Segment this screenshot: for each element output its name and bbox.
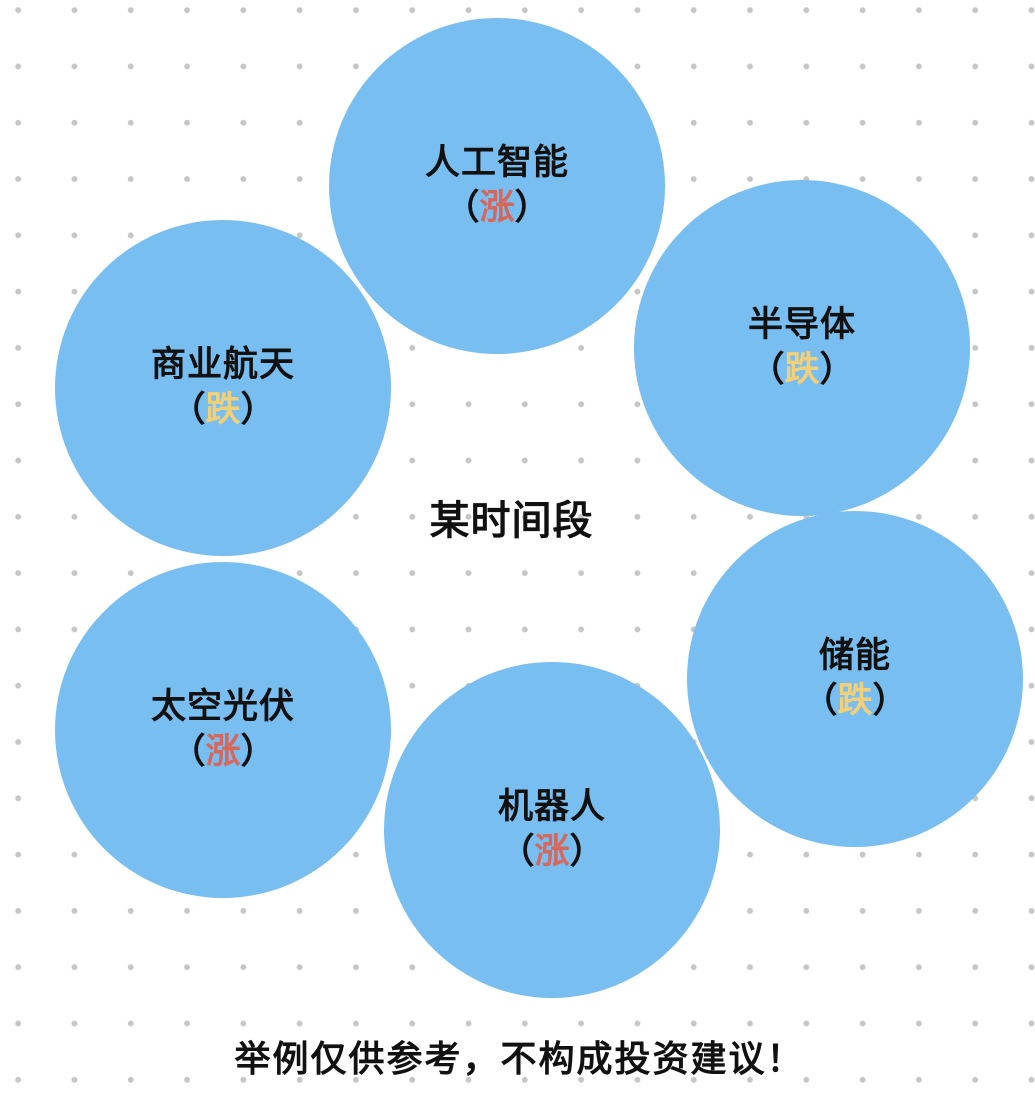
- paren-close: ）: [240, 390, 276, 430]
- trend-down: 跌: [784, 350, 820, 390]
- trend-down: 跌: [205, 390, 241, 430]
- bubble-trend: （涨）: [444, 185, 549, 231]
- paren-close: ）: [514, 188, 550, 228]
- bubble-label: 商业航天: [150, 345, 295, 385]
- disclaimer: 举例仅供参考，不构成投资建议！: [0, 1030, 1035, 1082]
- bubble-trend: （跌）: [749, 347, 854, 393]
- paren-close: ）: [819, 350, 855, 390]
- trend-down: 跌: [837, 681, 873, 721]
- paren-close: ）: [872, 681, 908, 721]
- bubble-label: 半导体: [747, 305, 856, 345]
- bubble-label: 人工智能: [424, 143, 569, 183]
- trend-up: 涨: [479, 188, 515, 228]
- bubble-commercial-aerospace: 商业航天 （跌）: [55, 220, 391, 556]
- paren-open: （: [499, 832, 535, 872]
- bubble-robotics: 机器人 （涨）: [384, 662, 720, 998]
- bubble-label: 机器人: [497, 787, 606, 827]
- paren-open: （: [444, 188, 480, 228]
- trend-up: 涨: [534, 832, 570, 872]
- paren-open: （: [170, 390, 206, 430]
- paren-close: ）: [569, 832, 605, 872]
- bubble-energy-storage: 储能 （跌）: [687, 511, 1023, 847]
- bubble-space-photovoltaic: 太空光伏 （涨）: [55, 562, 391, 898]
- paren-open: （: [802, 681, 838, 721]
- paren-open: （: [749, 350, 785, 390]
- paren-open: （: [170, 732, 206, 772]
- paren-close: ）: [240, 732, 276, 772]
- bubble-trend: （涨）: [499, 829, 604, 875]
- bubble-label: 太空光伏: [150, 687, 295, 727]
- bubble-semiconductor: 半导体 （跌）: [634, 180, 970, 516]
- bubble-ai: 人工智能 （涨）: [329, 18, 665, 354]
- bubble-label: 储能: [818, 636, 891, 676]
- bubble-trend: （涨）: [170, 729, 275, 775]
- bubble-trend: （跌）: [802, 678, 907, 724]
- disclaimer-text: 举例仅供参考，不构成投资建议！: [234, 1039, 805, 1080]
- trend-up: 涨: [205, 732, 241, 772]
- center-label-text: 某时间段: [429, 498, 594, 544]
- bubble-trend: （跌）: [170, 387, 275, 433]
